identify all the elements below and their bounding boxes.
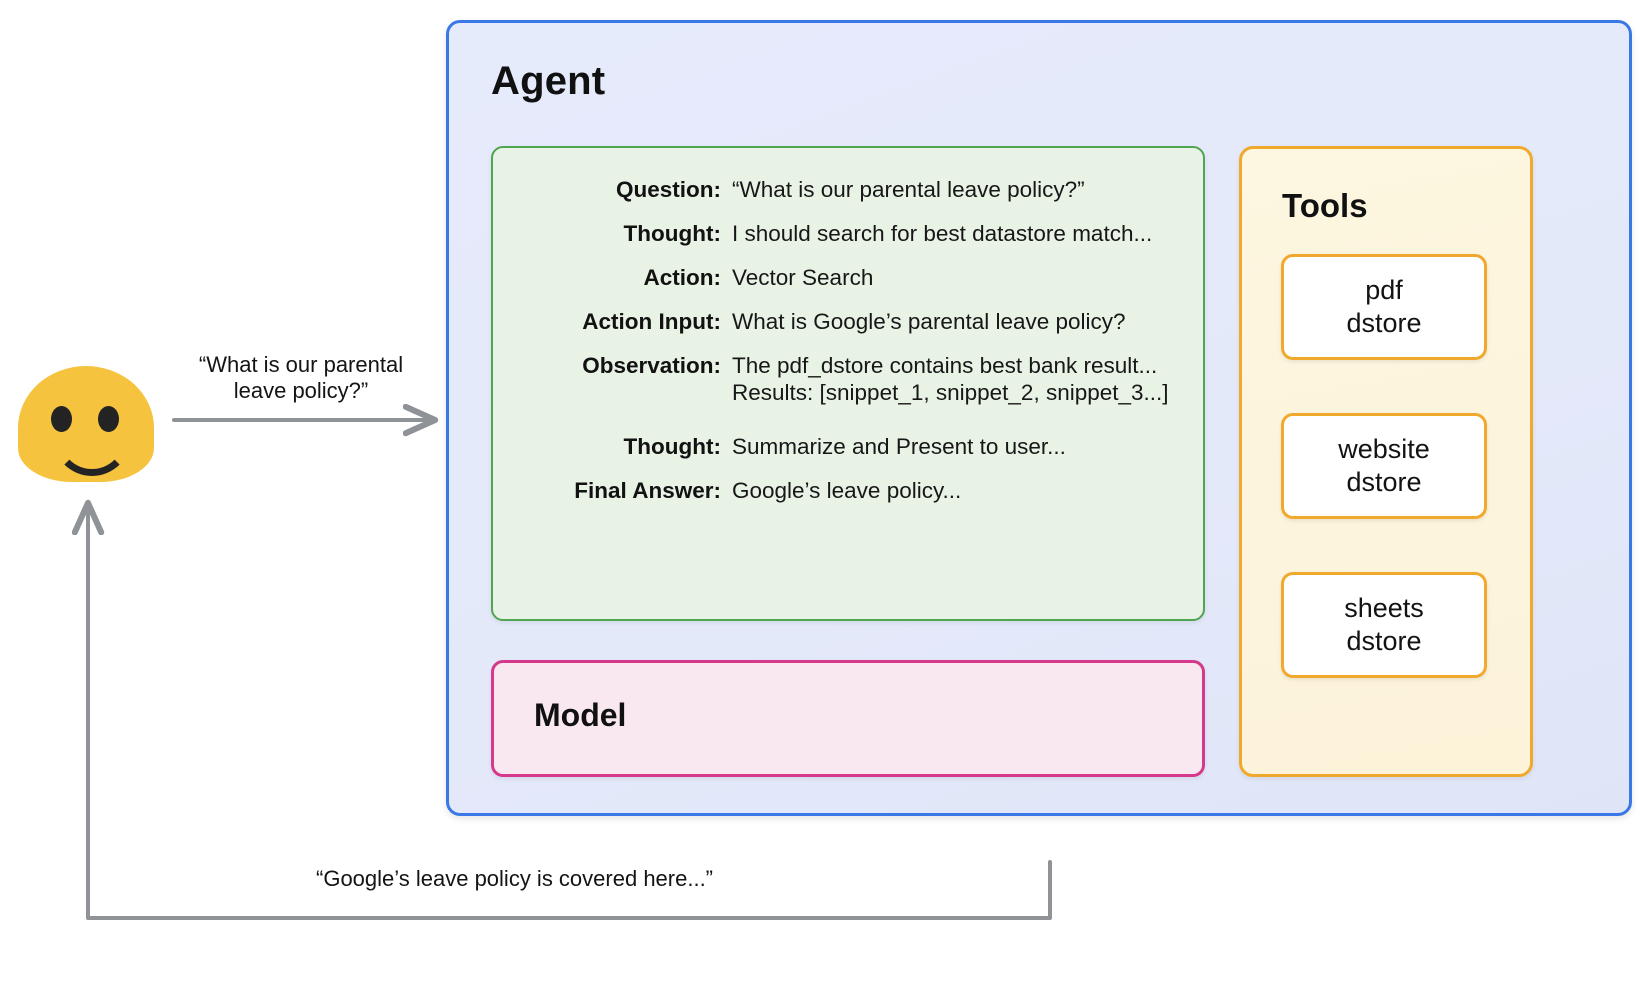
trace-value: Google’s leave policy...	[732, 478, 962, 503]
trace-value: Vector Search	[732, 265, 874, 290]
trace-row: Action: Vector Search	[493, 264, 1203, 291]
agent-answer-caption: “Google’s leave policy is covered here..…	[316, 866, 714, 891]
tools-title: Tools	[1282, 187, 1368, 224]
agent-title: Agent	[491, 59, 606, 103]
trace-label: Thought:	[623, 221, 721, 246]
trace-row: Final Answer: Google’s leave policy...	[493, 477, 1203, 504]
trace-row: Action Input: What is Google’s parental …	[493, 308, 1203, 335]
tool-card-sheets-dstore[interactable]: sheets dstore	[1281, 572, 1487, 678]
avatar-eye-left	[51, 406, 72, 432]
user-question-caption: “What is our parental leave policy?”	[198, 352, 404, 403]
agent-trace-panel: Question: “What is our parental leave po…	[491, 146, 1205, 621]
agent-container: Agent Question: “What is our parental le…	[446, 20, 1632, 816]
trace-label: Final Answer:	[574, 478, 721, 503]
model-panel: Model	[491, 660, 1205, 777]
trace-row: Question: “What is our parental leave po…	[493, 176, 1203, 203]
trace-label: Thought:	[623, 434, 721, 459]
trace-row: Observation: The pdf_dstore contains bes…	[493, 352, 1203, 406]
trace-row: Thought: Summarize and Present to user..…	[493, 433, 1203, 460]
trace-label: Question:	[616, 177, 721, 202]
model-title: Model	[534, 697, 627, 733]
trace-label: Action Input:	[582, 309, 721, 334]
trace-row-list: Question: “What is our parental leave po…	[493, 176, 1203, 521]
trace-value: I should search for best datastore match…	[732, 221, 1153, 246]
trace-row: Thought: I should search for best datast…	[493, 220, 1203, 247]
trace-value: “What is our parental leave policy?”	[732, 177, 1085, 202]
trace-value: What is Google’s parental leave policy?	[732, 309, 1126, 334]
tools-panel: Tools pdf dstore website dstore sheets d…	[1239, 146, 1533, 777]
trace-value: Summarize and Present to user...	[732, 434, 1066, 459]
tool-card-website-dstore[interactable]: website dstore	[1281, 413, 1487, 519]
avatar-eye-right	[98, 406, 119, 432]
trace-value: The pdf_dstore contains best bank result…	[732, 353, 1169, 405]
trace-label: Action:	[643, 265, 722, 290]
trace-label: Observation:	[582, 353, 721, 378]
avatar-smile	[53, 428, 131, 476]
user-avatar	[18, 366, 154, 482]
tool-card-pdf-dstore[interactable]: pdf dstore	[1281, 254, 1487, 360]
